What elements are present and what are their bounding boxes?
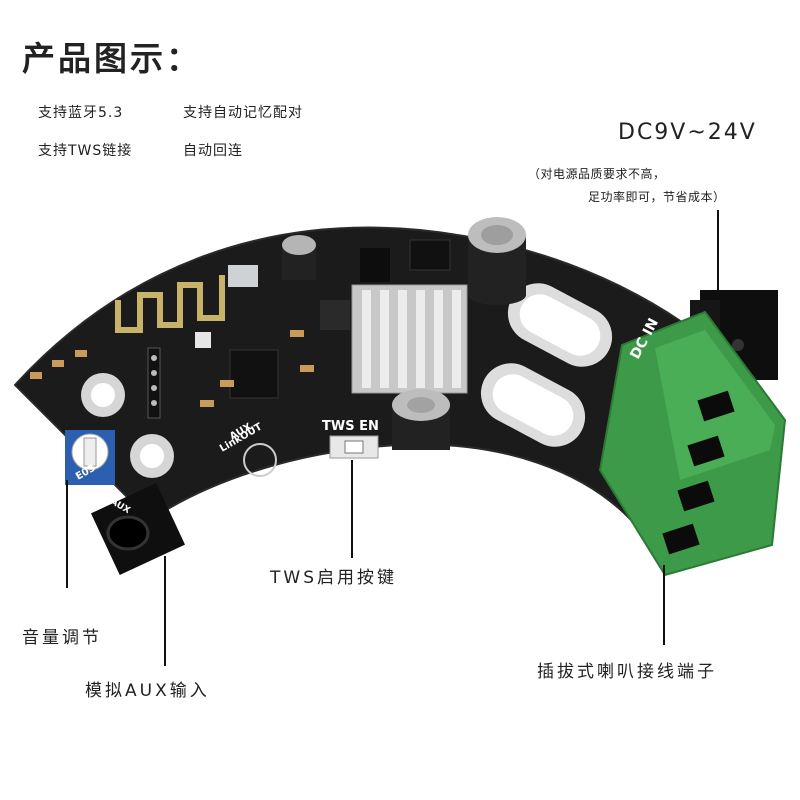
heatsink [351, 284, 468, 394]
capacitor-small-top [282, 235, 316, 280]
power-note-line1: （对电源品质要求不高， [528, 167, 666, 181]
terminal-callout-line [663, 565, 665, 645]
antenna-trace [115, 275, 225, 333]
power-note-line2: 足功率即可，节省成本） [588, 190, 726, 204]
volume-callout-line [66, 480, 68, 588]
board-label-tws-en: TWS EN [322, 419, 379, 434]
linkout-ring [243, 443, 277, 477]
mosfet [360, 248, 390, 282]
callout-volume: 音量调节 [22, 628, 102, 648]
led [195, 332, 211, 348]
feature-auto-reconnect: 自动回连 [183, 143, 243, 159]
amp-chip [409, 239, 451, 271]
callout-aux-input: 模拟AUX输入 [85, 681, 210, 701]
capacitor-small-bottom [392, 389, 450, 450]
dc-voltage-label: DC9V~24V [618, 120, 757, 145]
capacitor-large [468, 217, 526, 305]
aux-jack [91, 482, 185, 576]
callout-tws-button: TWS启用按键 [270, 568, 397, 588]
feature-auto-pairing: 支持自动记忆配对 [183, 105, 303, 121]
page-title: 产品图示： [22, 39, 202, 78]
header-pins [147, 347, 161, 419]
dc-callout-line [717, 210, 719, 290]
callout-speaker-terminal: 插拔式喇叭接线端子 [537, 662, 717, 682]
aux-callout-line [164, 556, 166, 666]
feature-bluetooth: 支持蓝牙5.3 [38, 105, 124, 121]
inductor [320, 300, 350, 330]
green-terminal-block [598, 310, 787, 577]
feature-tws-link: 支持TWS链接 [38, 143, 133, 159]
tws-callout-line [351, 460, 353, 558]
antenna-pad [228, 265, 258, 287]
bt-chip [229, 349, 279, 399]
volume-potentiometer [65, 430, 115, 485]
